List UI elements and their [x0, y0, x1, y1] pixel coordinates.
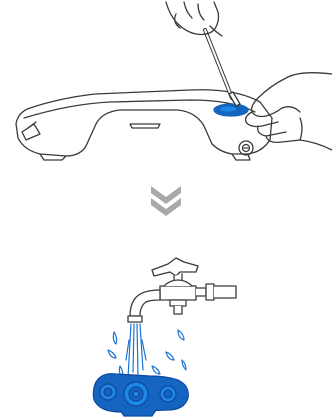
water-tap-icon [128, 258, 236, 322]
double-chevron-down-icon [151, 186, 181, 216]
blue-component [93, 374, 188, 416]
step-1-cleaning [16, 2, 332, 160]
hand-holding-brush [166, 2, 222, 36]
hand-holding-handle [246, 73, 332, 150]
water-stream [126, 324, 146, 378]
step-2-washing [93, 258, 236, 416]
cleaning-brush [205, 30, 240, 106]
